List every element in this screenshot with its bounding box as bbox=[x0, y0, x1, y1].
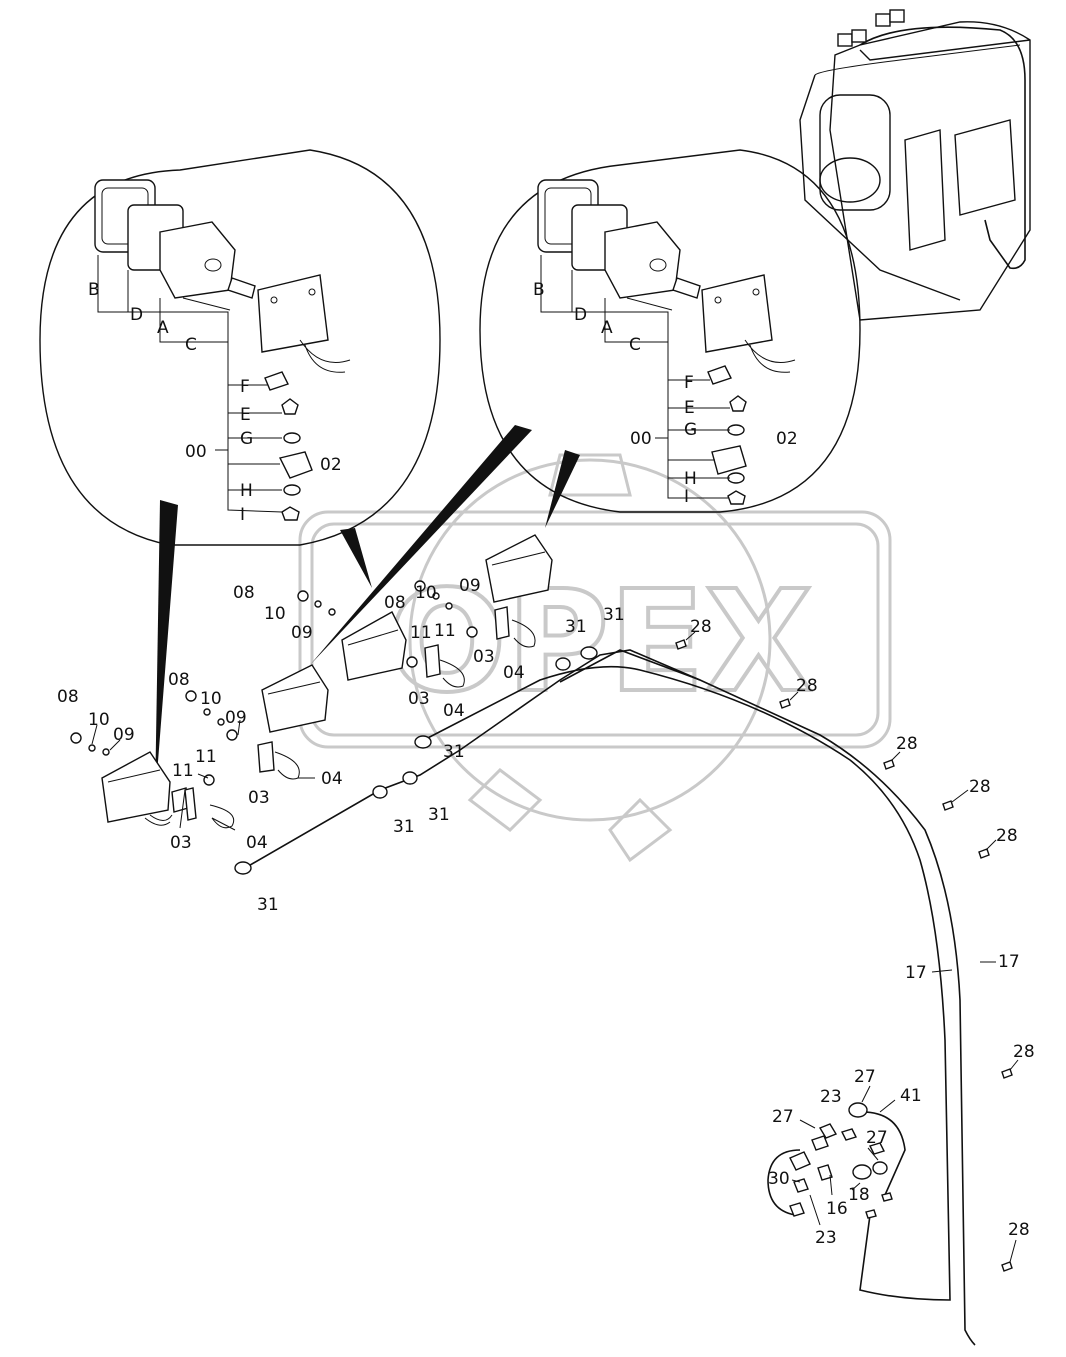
label-00: 00 bbox=[185, 442, 207, 462]
switch-box-assembly: 27 23 27 41 27 30 16 18 23 bbox=[767, 1067, 922, 1248]
lamp-label-08: 08 bbox=[384, 593, 406, 613]
clamp-label-31: 31 bbox=[443, 742, 465, 762]
box-label-27: 27 bbox=[772, 1107, 794, 1127]
box-label-23: 23 bbox=[815, 1228, 837, 1248]
lamp-label-11: 11 bbox=[172, 761, 194, 781]
lamp-label-09: 09 bbox=[225, 708, 247, 728]
clip-label-28: 28 bbox=[969, 777, 991, 797]
label-02: 02 bbox=[776, 429, 798, 449]
lamp-label-11: 11 bbox=[195, 747, 217, 767]
label-D: D bbox=[130, 305, 143, 325]
lamp-label-11: 11 bbox=[410, 623, 432, 643]
clamp-label-31: 31 bbox=[603, 605, 625, 625]
box-label-41: 41 bbox=[900, 1086, 922, 1106]
box-label-16: 16 bbox=[826, 1199, 848, 1219]
clamp-label-31: 31 bbox=[257, 895, 279, 915]
lamp-label-03: 03 bbox=[408, 689, 430, 709]
clip-label-28: 28 bbox=[690, 617, 712, 637]
label-A: A bbox=[601, 318, 613, 338]
watermark: OPEX bbox=[298, 453, 892, 863]
box-label-18: 18 bbox=[848, 1185, 870, 1205]
label-02: 02 bbox=[320, 455, 342, 475]
lamp-label-09: 09 bbox=[459, 576, 481, 596]
box-label-27: 27 bbox=[854, 1067, 876, 1087]
lamp-assembly-middle-a: 08 10 09 11 03 04 bbox=[168, 664, 343, 808]
label-E: E bbox=[684, 398, 695, 418]
lamp-label-08: 08 bbox=[57, 687, 79, 707]
label-H: H bbox=[240, 481, 253, 501]
clamp-label-31: 31 bbox=[565, 617, 587, 637]
lamp-label-11: 11 bbox=[434, 621, 456, 641]
label-H: H bbox=[684, 469, 697, 489]
clamp-label-31: 31 bbox=[428, 805, 450, 825]
cable-label-17: 17 bbox=[905, 963, 927, 983]
lamp-label-03: 03 bbox=[473, 647, 495, 667]
clamp-label-31: 31 bbox=[393, 817, 415, 837]
lamp-assembly-middle-b: 08 10 09 11 03 04 bbox=[233, 583, 465, 721]
clip-label-28: 28 bbox=[1008, 1220, 1030, 1240]
lamp-label-04: 04 bbox=[503, 663, 525, 683]
watermark-text: OPEX bbox=[387, 561, 812, 724]
lamp-label-10: 10 bbox=[88, 710, 110, 730]
lamp-label-10: 10 bbox=[200, 689, 222, 709]
label-B: B bbox=[88, 280, 100, 300]
lamp-assembly-left: 08 10 09 11 03 04 bbox=[57, 687, 268, 853]
lamp-label-04: 04 bbox=[246, 833, 268, 853]
cable-label-17: 17 bbox=[998, 952, 1020, 972]
label-C: C bbox=[185, 335, 197, 355]
label-00: 00 bbox=[630, 429, 652, 449]
wire-harness bbox=[244, 649, 976, 1346]
lamp-label-09: 09 bbox=[113, 725, 135, 745]
lamp-label-03: 03 bbox=[170, 833, 192, 853]
lamp-label-10: 10 bbox=[415, 583, 437, 603]
clip-label-28: 28 bbox=[1013, 1042, 1035, 1062]
lamp-label-08: 08 bbox=[168, 670, 190, 690]
label-I: I bbox=[684, 487, 689, 507]
cab-illustration bbox=[799, 9, 1031, 321]
lamp-label-08: 08 bbox=[233, 583, 255, 603]
lamp-label-04: 04 bbox=[443, 701, 465, 721]
label-F: F bbox=[684, 373, 694, 393]
clips: 28 28 28 28 28 28 28 bbox=[675, 617, 1035, 1272]
lamp-label-09: 09 bbox=[291, 623, 313, 643]
label-A: A bbox=[157, 318, 169, 338]
lamp-label-04: 04 bbox=[321, 769, 343, 789]
label-G: G bbox=[684, 420, 697, 440]
label-G: G bbox=[240, 429, 253, 449]
label-D: D bbox=[574, 305, 587, 325]
box-label-23: 23 bbox=[820, 1087, 842, 1107]
clip-label-28: 28 bbox=[896, 734, 918, 754]
label-F: F bbox=[240, 377, 250, 397]
lamp-label-10: 10 bbox=[264, 604, 286, 624]
detail-callout-right: B D A C F E G 00 02 H I bbox=[310, 149, 861, 665]
detail-callout-left: B D A C F E G 00 02 H I bbox=[39, 149, 441, 800]
label-C: C bbox=[629, 335, 641, 355]
clip-label-28: 28 bbox=[796, 676, 818, 696]
cable-clamps: 31 31 31 31 31 31 bbox=[234, 605, 625, 915]
label-I: I bbox=[240, 505, 245, 525]
lamp-label-03: 03 bbox=[248, 788, 270, 808]
box-label-30: 30 bbox=[768, 1169, 790, 1189]
lamp-assembly-top: 08 10 09 11 03 04 bbox=[384, 534, 553, 683]
clip-label-28: 28 bbox=[996, 826, 1018, 846]
label-B: B bbox=[533, 280, 545, 300]
box-label-27: 27 bbox=[866, 1128, 888, 1148]
label-E: E bbox=[240, 405, 251, 425]
